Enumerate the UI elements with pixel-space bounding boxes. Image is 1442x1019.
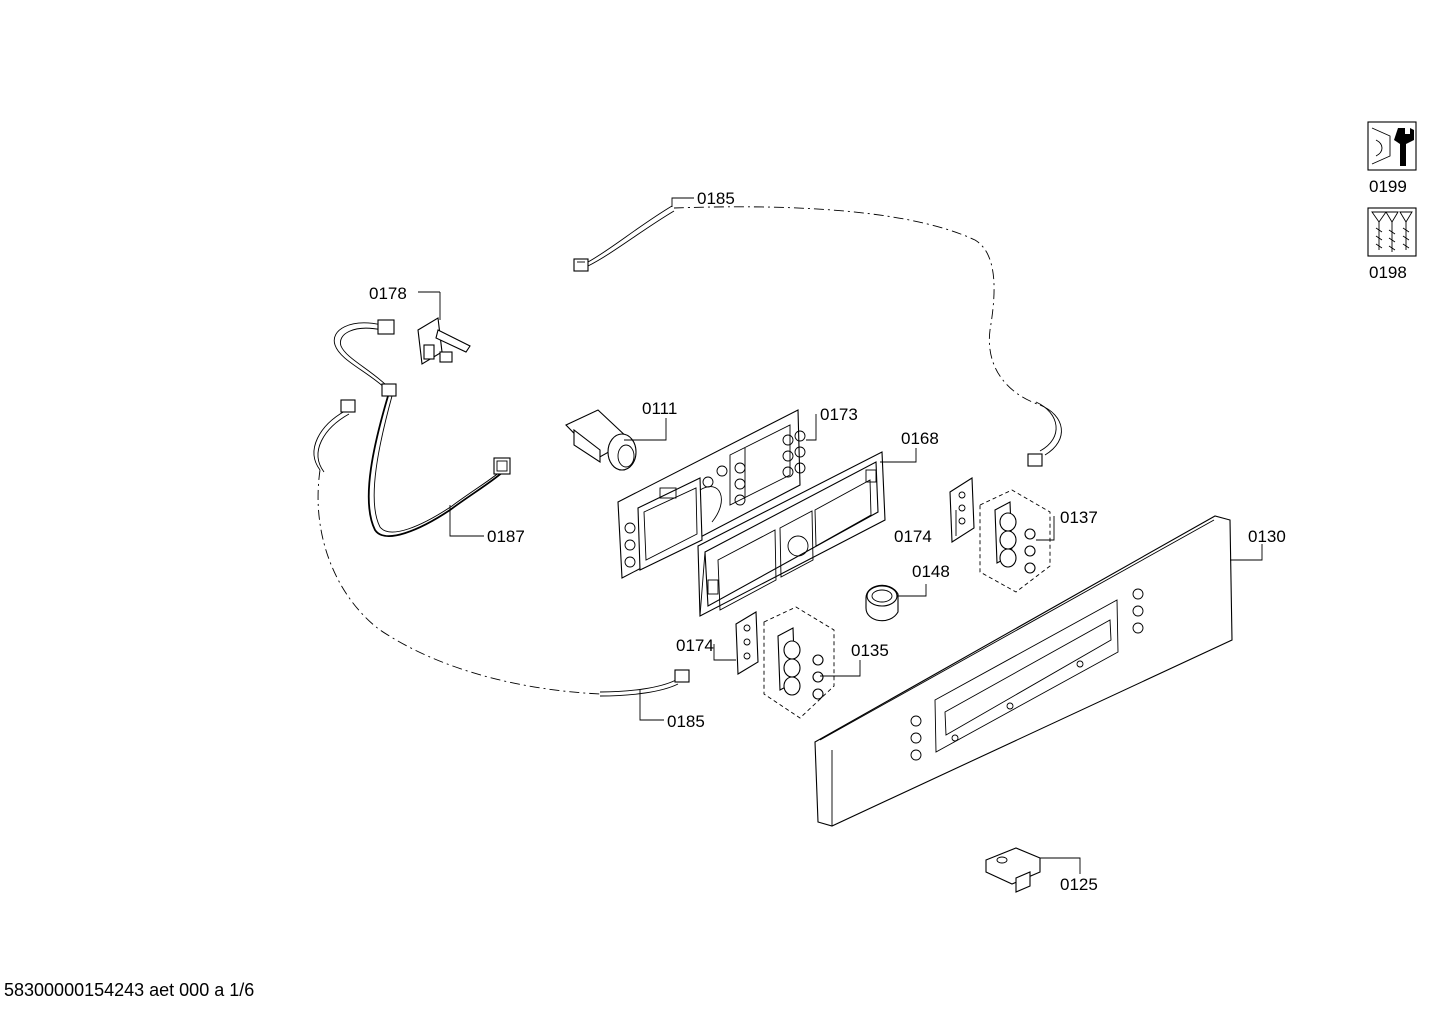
control-panel-0130	[814, 515, 1233, 827]
callout-0137: 0137	[1060, 508, 1098, 527]
callout-0135: 0135	[851, 641, 889, 660]
screws-icon	[1367, 207, 1417, 257]
callout-0174-left: 0174	[676, 636, 714, 655]
cable-0185-bottom	[317, 469, 690, 697]
callout-0185-top: 0185	[697, 189, 735, 208]
callout-0185-bottom: 0185	[667, 712, 705, 731]
control-module-0173	[617, 409, 806, 579]
pcb-0174-left	[735, 611, 759, 675]
callout-0187: 0187	[487, 527, 525, 546]
leader-lines	[418, 197, 1263, 874]
wiring-harness-0187	[313, 319, 511, 537]
callout-0173: 0173	[820, 405, 858, 424]
callout-0174-right: 0174	[894, 527, 932, 546]
callout-0168: 0168	[901, 429, 939, 448]
bracket-0125	[985, 847, 1041, 893]
tool-icon-label: 0199	[1369, 177, 1407, 196]
screws-icon-label: 0198	[1369, 263, 1407, 282]
callout-0148: 0148	[912, 562, 950, 581]
callout-0125: 0125	[1060, 875, 1098, 894]
knob-set-0137	[979, 489, 1051, 593]
frame-0168	[697, 451, 886, 617]
pcb-0174-right	[949, 477, 975, 543]
motor-0111	[565, 409, 637, 471]
document-code: 58300000154243 aet 000 a 1/6	[4, 980, 255, 1000]
knob-set-0135	[763, 606, 835, 719]
callout-0130: 0130	[1248, 527, 1286, 546]
switch-0178	[417, 292, 471, 365]
callout-0111: 0111	[642, 399, 677, 418]
tool-icon	[1367, 121, 1417, 171]
bezel-ring-0148	[865, 584, 899, 622]
callout-0178: 0178	[369, 284, 407, 303]
callout-labels: 0185 0178 0111 0173 0168 0187 0174 0137 …	[369, 189, 1286, 894]
cable-0185-top	[573, 205, 1062, 467]
